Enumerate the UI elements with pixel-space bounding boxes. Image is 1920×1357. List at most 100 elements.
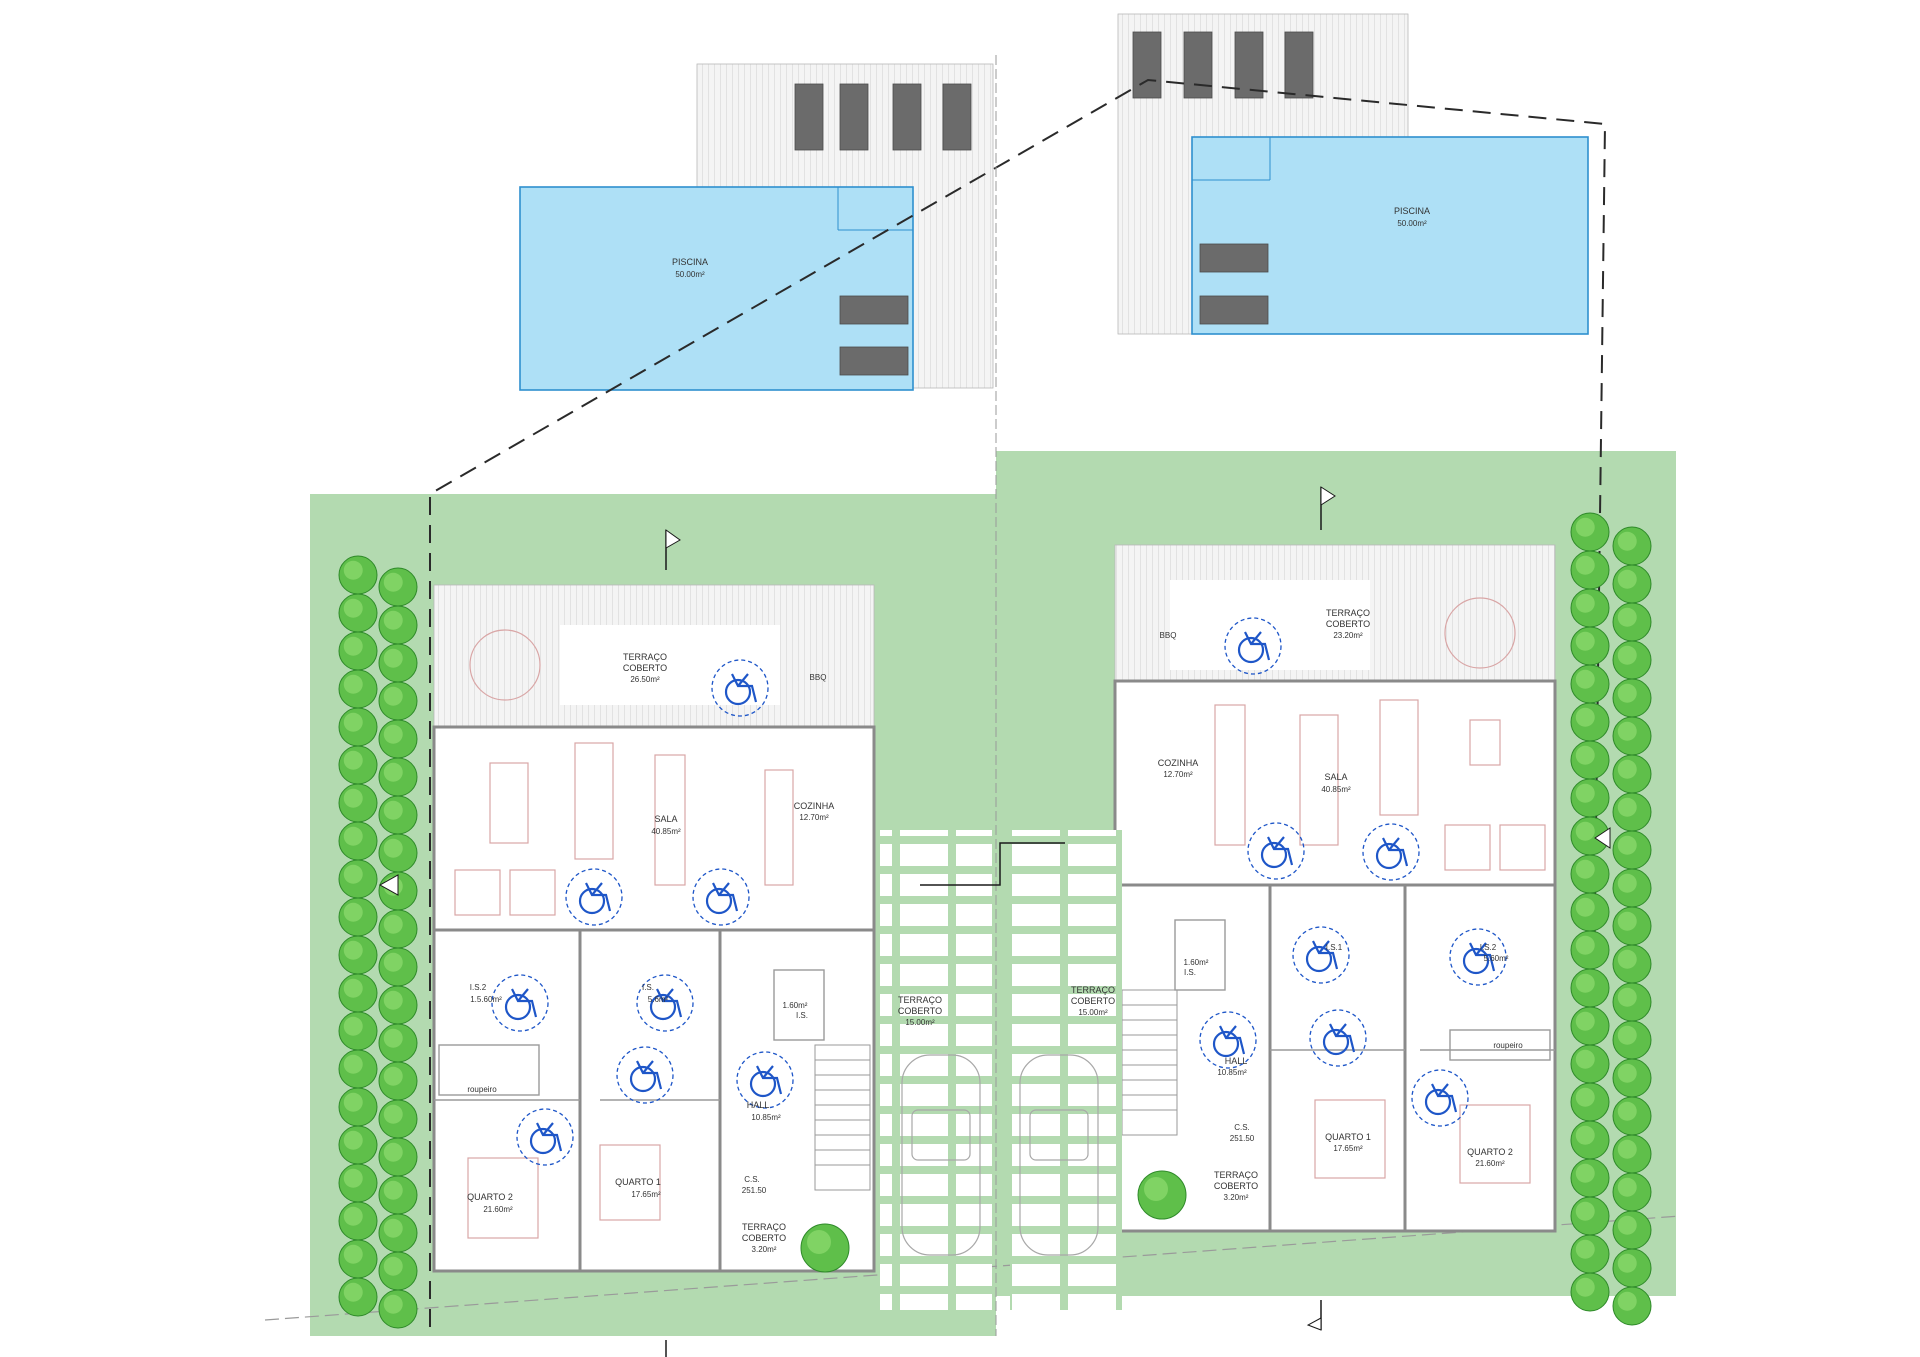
tree-icon	[1570, 968, 1610, 1008]
wheelchair-icon	[1247, 822, 1305, 880]
tree-icon	[338, 707, 378, 747]
left-is-small-area: 1.60m²	[783, 1001, 808, 1010]
right-terrace-bottom-area: 3.20m²	[1224, 1193, 1249, 1202]
tree-icon	[1570, 854, 1610, 894]
right-pool-label: PISCINA	[1394, 206, 1430, 216]
parking-right-label-2: COBERTO	[1071, 996, 1115, 1006]
tree-icon	[1612, 716, 1652, 756]
tree-icon	[1612, 1210, 1652, 1250]
section-marker-top-left	[665, 529, 681, 570]
wheelchair-icon	[1309, 1009, 1367, 1067]
tree-icon	[1612, 526, 1652, 566]
tree-icon	[338, 1163, 378, 1203]
left-is2-label: I.S.2	[470, 983, 487, 992]
wheelchair-icon	[1224, 617, 1282, 675]
tree-icon	[338, 1125, 378, 1165]
room-labels: PISCINA 50.00m² PISCINA 50.00m² TERRAÇO …	[467, 206, 1523, 1254]
wheelchair-icon	[736, 1051, 794, 1109]
tree-icon	[1570, 588, 1610, 628]
tree-icon	[378, 1099, 418, 1139]
tree-icon	[1570, 930, 1610, 970]
tree-icon	[1612, 754, 1652, 794]
tree-icon	[338, 1011, 378, 1051]
parking-left-area: 15.00m²	[905, 1018, 935, 1027]
right-sala-area: 40.85m²	[1321, 785, 1351, 794]
tree-icon	[378, 681, 418, 721]
tree-icon	[338, 1277, 378, 1317]
section-marker-right	[1594, 827, 1611, 849]
accessibility-icons	[491, 617, 1507, 1166]
tree-icon	[378, 1213, 418, 1253]
right-loungers	[1132, 31, 1314, 325]
tree-icon	[1612, 1096, 1652, 1136]
right-quarto2-area: 21.60m²	[1475, 1159, 1505, 1168]
tree-icon	[378, 643, 418, 683]
tree-icon	[338, 745, 378, 785]
left-quarto1-label: QUARTO 1	[615, 1177, 661, 1187]
tree-icon	[1612, 1134, 1652, 1174]
tree-icon	[1570, 626, 1610, 666]
section-marker-bottom-right	[1306, 1300, 1322, 1331]
tree-icon	[338, 555, 378, 595]
left-terrace-top-label-2: COBERTO	[623, 663, 667, 673]
wheelchair-icon	[1292, 926, 1350, 984]
left-quarto1-area: 17.65m²	[631, 1190, 661, 1199]
tree-icon	[1612, 906, 1652, 946]
tree-icon	[1570, 1082, 1610, 1122]
left-sala-area: 40.85m²	[651, 827, 681, 836]
left-is1-label: I.S.	[642, 983, 654, 992]
left-cozinha-area: 12.70m²	[799, 813, 829, 822]
parking-left-label-1: TERRAÇO	[898, 995, 942, 1005]
tree-icon	[1570, 1044, 1610, 1084]
right-cozinha-label: COZINHA	[1158, 758, 1199, 768]
tree-icon	[378, 833, 418, 873]
section-markers	[378, 486, 1611, 1357]
parking-area	[880, 830, 1122, 1310]
tree-icon	[1612, 944, 1652, 984]
left-terrace-top-label-1: TERRAÇO	[623, 652, 667, 662]
wheelchair-icon	[1362, 823, 1420, 881]
right-cs-label: C.S.	[1234, 1123, 1250, 1132]
tree-icon	[338, 859, 378, 899]
right-terrace-top-label-1: TERRAÇO	[1326, 608, 1370, 618]
tree-icon	[338, 669, 378, 709]
tree-icon	[1612, 830, 1652, 870]
wheelchair-icon	[1199, 1011, 1257, 1069]
left-hall-label: HALL	[747, 1100, 770, 1110]
parking-left-label-2: COBERTO	[898, 1006, 942, 1016]
left-terrace-bottom-label-1: TERRAÇO	[742, 1222, 786, 1232]
left-quarto2-label: QUARTO 2	[467, 1192, 513, 1202]
right-bbq-label: BBQ	[1160, 631, 1177, 640]
left-pool-label: PISCINA	[672, 257, 708, 267]
tree-icon	[378, 757, 418, 797]
tree-icon	[338, 973, 378, 1013]
right-roupeiro-label: roupeiro	[1493, 1041, 1523, 1050]
section-marker-left	[378, 874, 399, 896]
wheelchair-icon	[636, 974, 694, 1032]
left-pool-deck	[519, 63, 994, 391]
left-cs-label: C.S.	[744, 1175, 760, 1184]
parking-right-label-1: TERRAÇO	[1071, 985, 1115, 995]
tree-icon	[1612, 564, 1652, 604]
right-hall-label: HALL	[1225, 1056, 1248, 1066]
right-sala-label: SALA	[1324, 772, 1347, 782]
right-quarto1-label: QUARTO 1	[1325, 1132, 1371, 1142]
right-is2-area: 5.60m²	[1484, 954, 1509, 963]
tree-icon	[338, 1239, 378, 1279]
tree-icon	[1570, 1234, 1610, 1274]
tree-icon	[338, 897, 378, 937]
tree-icon	[378, 909, 418, 949]
tree-icon	[1570, 1120, 1610, 1160]
right-is1-label: I.S.1	[1326, 943, 1343, 952]
left-is-small-label: I.S.	[796, 1011, 808, 1020]
left-pool-area: 50.00m²	[675, 270, 705, 279]
wheelchair-icon	[1411, 1069, 1469, 1127]
left-sala-label: SALA	[654, 814, 677, 824]
tree-icon	[378, 1251, 418, 1291]
tree-icon	[378, 605, 418, 645]
right-terrace-bottom-label-2: COBERTO	[1214, 1181, 1258, 1191]
tree-icon	[1570, 1158, 1610, 1198]
tree-icon	[338, 593, 378, 633]
tree-icon	[1612, 1248, 1652, 1288]
tree-icon	[1570, 892, 1610, 932]
